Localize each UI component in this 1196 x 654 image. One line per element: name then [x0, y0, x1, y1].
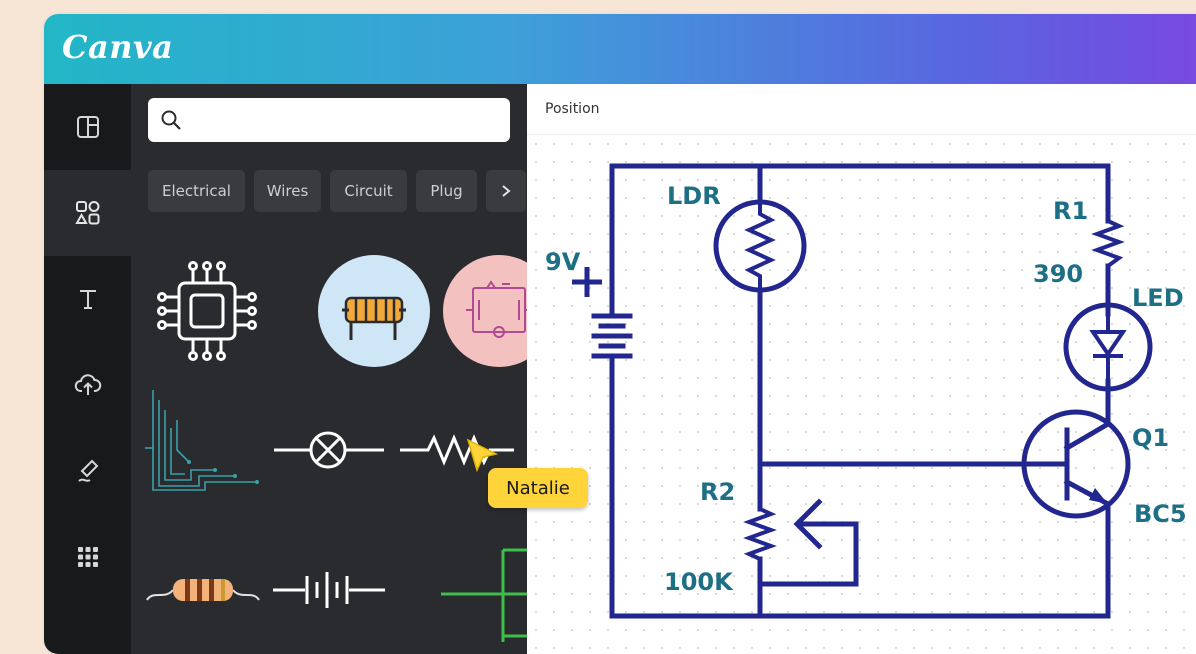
- rail-item-design[interactable]: [44, 84, 131, 170]
- layout-icon: [76, 116, 99, 138]
- chip-circuit[interactable]: Circuit: [330, 170, 407, 212]
- label-q1-part[interactable]: BC5: [1134, 500, 1187, 528]
- label-9v[interactable]: 9V: [545, 248, 581, 276]
- chevron-right-icon: [502, 185, 511, 197]
- chip-electrical[interactable]: Electrical: [148, 170, 245, 212]
- chip-plug[interactable]: Plug: [416, 170, 477, 212]
- circuit-traces-element[interactable]: [145, 390, 261, 506]
- filter-chips: Electrical Wires Circuit Plug: [148, 170, 527, 212]
- apps-icon: [77, 547, 98, 567]
- rail-item-apps[interactable]: [44, 514, 131, 600]
- chip-wires[interactable]: Wires: [254, 170, 321, 212]
- circuit-diagram[interactable]: LDR 9V R1 390 LED Q1 BC5 R2 100K: [527, 84, 1196, 644]
- canvas-grid: [527, 135, 1196, 654]
- search-input[interactable]: [192, 106, 496, 134]
- label-r2[interactable]: R2: [700, 478, 735, 506]
- collaborator-cursor-icon: [466, 438, 499, 473]
- elements-icon: [74, 201, 99, 225]
- resistor-component-element[interactable]: [145, 562, 261, 616]
- chips-next-button[interactable]: [486, 170, 526, 212]
- context-toolbar: Position: [527, 84, 1196, 135]
- microchip-element[interactable]: [157, 258, 257, 364]
- search-icon: [161, 110, 181, 130]
- label-q1[interactable]: Q1: [1132, 424, 1169, 452]
- position-button[interactable]: Position: [545, 101, 600, 117]
- side-rail: [44, 84, 131, 654]
- rail-item-uploads[interactable]: [44, 342, 131, 428]
- inductor-element[interactable]: [317, 254, 431, 368]
- text-icon: [79, 290, 96, 309]
- draw-icon: [77, 459, 98, 482]
- label-led[interactable]: LED: [1132, 284, 1184, 312]
- header-bar: Canva: [44, 14, 1196, 84]
- design-canvas[interactable]: Position: [527, 84, 1196, 654]
- label-r2-value[interactable]: 100K: [664, 568, 734, 596]
- app-window: Canva Electrical Wires Circuit: [44, 14, 1196, 654]
- wire-branch-element[interactable]: [441, 536, 527, 642]
- collaborator-name-tag: Natalie: [488, 468, 588, 508]
- canva-logo[interactable]: Canva: [62, 28, 174, 66]
- label-r1-value[interactable]: 390: [1033, 260, 1083, 288]
- rail-item-text[interactable]: [44, 256, 131, 342]
- lamp-symbol-element[interactable]: [271, 430, 387, 470]
- label-r1[interactable]: R1: [1053, 197, 1088, 225]
- search-box[interactable]: [148, 98, 510, 142]
- battery-symbol-element[interactable]: [271, 568, 387, 612]
- rail-item-elements[interactable]: [44, 170, 131, 256]
- rail-item-draw[interactable]: [44, 428, 131, 514]
- upload-icon: [74, 374, 101, 395]
- label-ldr[interactable]: LDR: [667, 182, 721, 210]
- elements-panel: Electrical Wires Circuit Plug: [131, 84, 555, 654]
